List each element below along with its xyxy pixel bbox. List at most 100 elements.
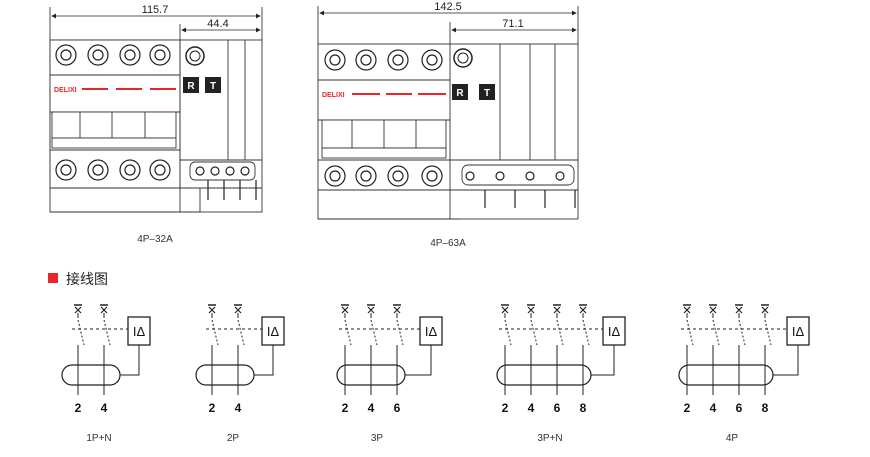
test-button <box>205 77 221 93</box>
drawing-caption: 4P–32A <box>137 234 173 245</box>
contact-mark <box>100 306 108 314</box>
terminal-number: 2 <box>209 401 216 415</box>
switch-blade <box>530 319 538 346</box>
switch-blade <box>764 319 772 346</box>
residual-current-symbol: IΔ <box>792 324 805 339</box>
switch-blade <box>556 319 564 346</box>
terminal-number: 8 <box>762 401 769 415</box>
switch-blade <box>396 319 404 346</box>
terminal-number: 6 <box>554 401 561 415</box>
terminal-number: 4 <box>235 401 242 415</box>
bottom-terminals <box>324 165 443 187</box>
terminal-number: 2 <box>75 401 82 415</box>
wiring-caption: 3P+N <box>537 433 562 444</box>
dimension-right <box>449 22 577 44</box>
contact-mark <box>683 306 691 314</box>
wiring-caption: 1P+N <box>86 433 111 444</box>
overall-dimension-label: 115.7 <box>142 4 169 16</box>
terminal-number: 2 <box>502 401 509 415</box>
trip-wire <box>405 345 432 376</box>
overall-dimension-label: 142.5 <box>434 1 462 13</box>
residual-current-symbol: IΔ <box>267 324 280 339</box>
bottom-pins <box>465 171 576 208</box>
reset-button <box>452 84 468 100</box>
contact-mark <box>501 306 509 314</box>
svg-text:R: R <box>187 81 195 92</box>
contact-mark <box>234 306 242 314</box>
bottom-terminals <box>55 159 171 181</box>
wiring-diagram: 2 4 6 8 IΔ 3P+N <box>496 304 626 444</box>
switch-blade <box>582 319 590 346</box>
contact-mark <box>341 306 349 314</box>
wiring-diagram: 2 4 IΔ 1P+N <box>61 304 151 444</box>
bottom-pins <box>195 166 257 200</box>
switch-blade <box>211 319 219 346</box>
reset-button <box>183 77 199 93</box>
switch-blade <box>686 319 694 346</box>
dimension-right <box>179 24 261 42</box>
switch-blade <box>237 319 245 346</box>
contact-mark <box>208 306 216 314</box>
svg-text:T: T <box>484 88 490 99</box>
contact-mark <box>74 306 82 314</box>
residual-current-symbol: IΔ <box>425 324 438 339</box>
test-button <box>479 84 495 100</box>
drawing-caption: 4P–63A <box>430 238 466 249</box>
contact-mark <box>579 306 587 314</box>
contact-mark <box>709 306 717 314</box>
current-transformer <box>61 364 121 386</box>
switch-blade <box>103 319 111 346</box>
contact-mark <box>735 306 743 314</box>
current-transformer <box>496 364 592 386</box>
trip-wire <box>591 345 615 376</box>
wiring-caption: 3P <box>371 433 384 444</box>
wiring-diagram: 2 4 6 IΔ 3P <box>336 304 443 444</box>
top-terminals <box>55 44 171 66</box>
section-marker <box>48 273 58 283</box>
trip-wire <box>773 345 799 376</box>
terminal-number: 4 <box>528 401 535 415</box>
wiring-caption: 4P <box>726 433 739 444</box>
drawing-4p-32a: 115.7 44.4 <box>49 4 263 245</box>
svg-text:T: T <box>210 81 216 92</box>
drawing-4p-63a: 142.5 71.1 <box>317 1 579 249</box>
terminal-number: 2 <box>342 401 349 415</box>
wiring-diagram: 2 4 IΔ 2P <box>195 304 285 444</box>
dimension-overall <box>317 6 579 44</box>
terminal-number: 6 <box>394 401 401 415</box>
switch-blade <box>77 319 85 346</box>
switch-blade <box>370 319 378 346</box>
residual-current-symbol: IΔ <box>608 324 621 339</box>
breaker-body <box>317 43 579 220</box>
right-dimension-label: 44.4 <box>207 18 228 30</box>
wiring-diagram: 2 4 6 8 IΔ 4P <box>678 304 810 444</box>
svg-text:R: R <box>456 88 464 99</box>
residual-current-symbol: IΔ <box>133 324 146 339</box>
terminal-number: 2 <box>684 401 691 415</box>
current-transformer <box>678 364 774 386</box>
wiring-diagrams: 2 4 IΔ 1P+N 2 4 IΔ 2P 2 4 6 IΔ 3P 2 4 6 8 IΔ 3P+N 2 4 6 8 IΔ 4P <box>61 304 810 444</box>
switch-blade <box>712 319 720 346</box>
terminal-number: 8 <box>580 401 587 415</box>
brand-logo: DELIXI <box>322 92 345 99</box>
breaker-body <box>49 39 263 213</box>
current-transformer <box>195 364 255 386</box>
section-title: 接线图 <box>66 271 108 287</box>
right-dimension-label: 71.1 <box>502 18 523 30</box>
contact-mark <box>553 306 561 314</box>
trip-wire <box>120 345 140 376</box>
top-terminals <box>324 49 443 71</box>
switch-blade <box>504 319 512 346</box>
wiring-caption: 2P <box>227 433 240 444</box>
switch-blade <box>738 319 746 346</box>
terminal-number: 6 <box>736 401 743 415</box>
terminal-number: 4 <box>101 401 108 415</box>
contact-mark <box>527 306 535 314</box>
contact-mark <box>393 306 401 314</box>
dimension-overall <box>49 7 263 40</box>
contact-mark <box>367 306 375 314</box>
terminal-number: 4 <box>368 401 375 415</box>
brand-logo: DELIXI <box>54 87 77 94</box>
terminal-number: 4 <box>710 401 717 415</box>
